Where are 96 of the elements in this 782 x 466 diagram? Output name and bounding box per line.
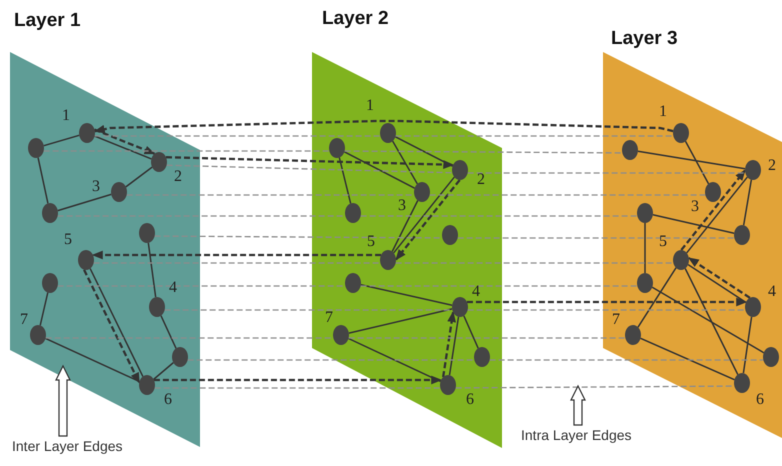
link-line [392,140,418,184]
link-line [463,315,479,349]
link-line [338,157,352,204]
node-number: 4 [169,280,177,296]
arrow [94,128,156,155]
dashed-link [94,135,380,137]
dashed-link [94,262,380,264]
layer-title: Layer 2 [322,8,389,30]
dashed-link [430,194,706,196]
node-number: 4 [768,284,776,300]
link-line [684,268,738,375]
link-line [395,136,453,167]
link-line [125,166,153,188]
dashed-link [164,309,452,311]
link-line [393,176,455,254]
node-number: 2 [768,158,776,174]
link-line [348,338,441,382]
arrow [688,256,750,299]
layer-title: Layer 3 [611,28,678,50]
node-number: 4 [472,284,480,300]
link-line [44,134,80,146]
link-line [360,284,452,306]
dashed-link [456,385,734,389]
arrow [466,298,748,306]
dashed-link [360,285,638,287]
node-number: 1 [366,98,374,114]
link-line [742,180,752,226]
link-line [160,315,177,349]
link-line [686,176,748,254]
node-number: 3 [691,199,699,215]
node-number: 5 [659,234,667,250]
dashed-link [166,164,452,174]
arrow [92,250,382,260]
node-number: 3 [92,179,100,195]
link-line [637,267,677,328]
link-line [448,316,460,376]
dashed-link [154,235,442,239]
node-number: 5 [64,232,72,248]
link-line [644,223,646,273]
dashed-link [360,215,638,217]
dashed-link [58,285,346,287]
dashed-link [490,359,764,361]
link-line [638,150,746,170]
arrow [680,170,746,251]
arrow [94,120,674,134]
link-line [153,362,174,380]
dashed-link [46,337,334,339]
link-line [37,158,49,204]
link-line [652,214,734,234]
node-number: 1 [62,108,70,124]
node-number: 5 [367,234,375,250]
dashed-link [126,194,414,196]
dashed-link [188,359,474,361]
dashed-link [458,237,734,239]
node-number: 7 [20,312,28,328]
dashed-link [44,150,330,152]
link-line [652,286,764,354]
link-line [39,292,49,326]
leader-arrow [570,384,586,426]
node-number: 2 [174,169,182,185]
link-line [684,140,710,184]
node-number: 2 [477,172,485,188]
dashed-link [468,172,746,174]
node-number: 6 [756,392,764,408]
link-line [392,200,418,252]
arrow [395,179,461,260]
link-line [148,242,156,298]
dashed-link [396,135,674,137]
link-line [348,308,452,334]
layer-title: Layer 1 [14,10,81,32]
link-line [742,316,752,374]
node-number: 7 [325,310,333,326]
dashed-link [154,387,440,389]
node-number: 6 [164,392,172,408]
link-line [344,151,415,189]
node-number: 6 [466,392,474,408]
arrow [166,156,454,169]
dashed-link [344,150,622,154]
dashed-link [348,337,626,339]
node-number: 1 [659,104,667,120]
leader-arrow [55,364,71,437]
dashed-link [58,215,346,217]
arrow [442,311,456,378]
dashed-link [396,262,674,264]
link-line [90,268,144,377]
link-line [688,264,746,303]
annotation-label: Intra Layer Edges [521,426,632,444]
link-line [58,194,112,212]
node-number: 7 [612,312,620,328]
dashed-link [468,309,746,311]
link-line [94,135,152,160]
node-number: 3 [398,198,406,214]
annotation-label: Inter Layer Edges [12,437,123,455]
arrow [83,269,140,384]
link-line [640,338,735,380]
arrow [154,376,442,384]
